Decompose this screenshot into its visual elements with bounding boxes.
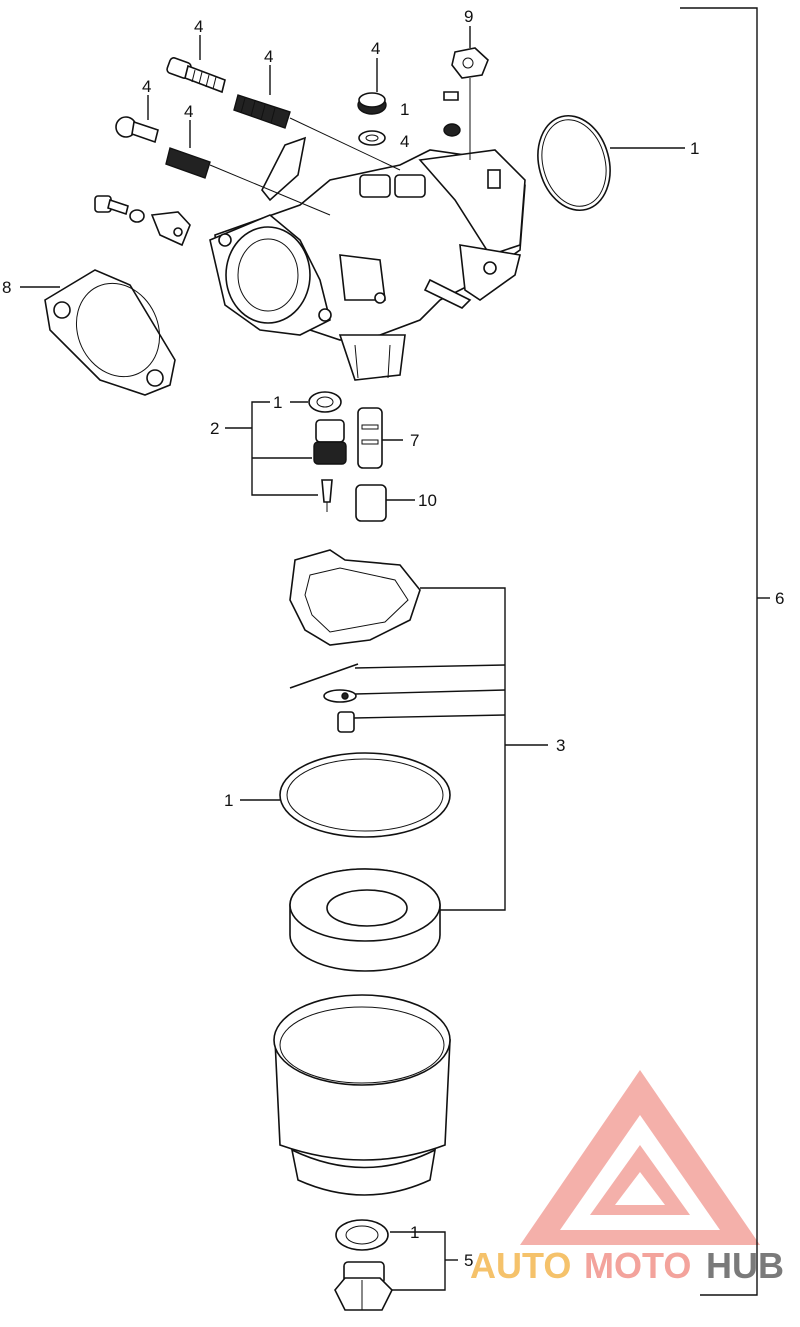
assembly-bracket bbox=[680, 7, 770, 1296]
drain-washer-icon bbox=[335, 1219, 389, 1251]
bowl-o-ring-icon bbox=[279, 752, 451, 838]
callout-4: 4 bbox=[184, 102, 193, 121]
callout-7: 7 bbox=[410, 431, 419, 450]
callout-6: 6 bbox=[775, 589, 784, 608]
leader bbox=[289, 117, 401, 171]
callout-1: 1 bbox=[410, 1223, 419, 1242]
callout-8: 8 bbox=[2, 278, 11, 297]
callout-2: 2 bbox=[210, 419, 219, 438]
leader-lines bbox=[20, 26, 685, 1291]
watermark-auto: AUTO bbox=[470, 1245, 571, 1286]
float-icon bbox=[289, 549, 421, 646]
watermark-text: AUTO MOTO HUB bbox=[470, 1245, 784, 1286]
main-jet-icon bbox=[355, 407, 387, 522]
needle-valve-icon bbox=[308, 391, 347, 512]
float-pin-icon bbox=[289, 663, 359, 689]
watermark-hub: HUB bbox=[706, 1245, 784, 1286]
gasket-icon bbox=[44, 269, 176, 396]
callout-10: 10 bbox=[418, 491, 437, 510]
callout-4: 4 bbox=[142, 77, 151, 96]
drain-plug-icon bbox=[334, 1261, 393, 1311]
carburetor-body bbox=[209, 136, 526, 381]
callout-4: 4 bbox=[371, 39, 380, 58]
o-ring-icon bbox=[537, 114, 611, 212]
watermark-logo-icon bbox=[520, 1070, 760, 1245]
spring-icon bbox=[165, 147, 211, 179]
callout-4: 4 bbox=[264, 47, 273, 66]
callout-3: 3 bbox=[556, 736, 565, 755]
float-ring-icon bbox=[289, 868, 441, 972]
callout-1: 1 bbox=[690, 139, 699, 158]
callout-4: 4 bbox=[194, 17, 203, 36]
callout-1: 1 bbox=[273, 393, 282, 412]
throttle-screw-icon bbox=[115, 116, 159, 144]
idle-mixture-screw-icon bbox=[166, 57, 226, 94]
float-bowl-icon bbox=[273, 994, 451, 1196]
float-clip-icon bbox=[323, 689, 357, 733]
watermark-moto: MOTO bbox=[584, 1245, 691, 1286]
callout-1: 1 bbox=[400, 100, 409, 119]
callout-5: 5 bbox=[464, 1251, 473, 1270]
callout-4: 4 bbox=[400, 132, 409, 151]
leader bbox=[209, 164, 331, 216]
plug-icon bbox=[357, 92, 387, 146]
screw-washer-icon bbox=[94, 195, 191, 247]
nut-icon bbox=[443, 47, 489, 137]
spring-icon bbox=[233, 94, 291, 129]
callout-1: 1 bbox=[224, 791, 233, 810]
callout-9: 9 bbox=[464, 7, 473, 26]
